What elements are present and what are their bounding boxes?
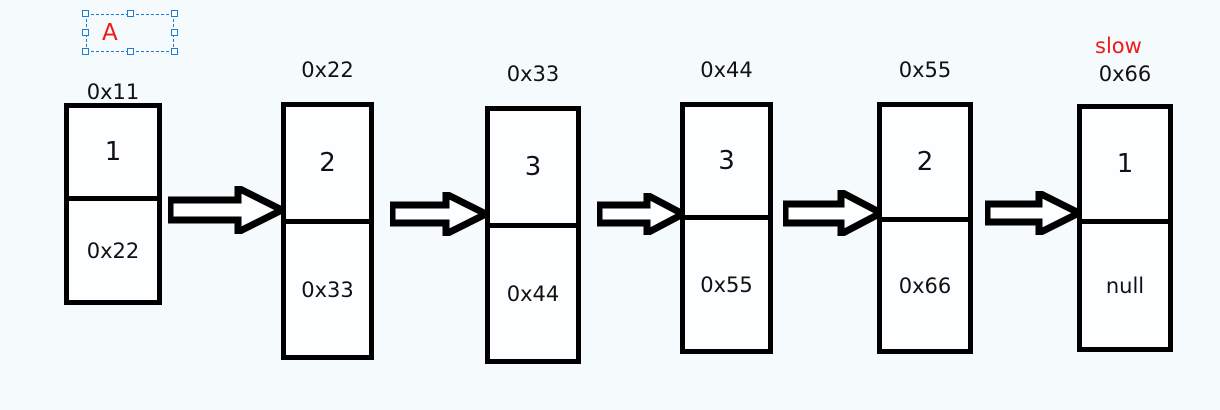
node-next-cell: 0x33 <box>286 219 369 355</box>
node-address-label: 0x44 <box>700 58 753 82</box>
slow-pointer-label: slow <box>1095 34 1142 58</box>
node-value-cell: 3 <box>524 152 542 182</box>
next-pointer-arrow <box>168 186 284 234</box>
node-next-cell: null <box>1082 219 1168 347</box>
next-pointer-arrow <box>985 191 1081 235</box>
node-value-cell: 1 <box>1116 149 1134 179</box>
node-next-cell: 0x44 <box>490 223 576 359</box>
resize-handle-top-center[interactable] <box>127 10 134 17</box>
node-address-label: 0x22 <box>301 58 354 82</box>
next-pointer-arrow <box>597 193 685 235</box>
next-pointer-arrow <box>390 192 488 236</box>
node-address-label: 0x55 <box>898 58 952 82</box>
node-box: 1 0x22 <box>64 103 162 305</box>
node-value-cell: 1 <box>104 137 122 167</box>
selection-box[interactable]: A <box>82 10 178 55</box>
selection-label-a: A <box>102 20 118 46</box>
selection-dashed-rect <box>86 14 174 52</box>
node-value-cell: 2 <box>916 147 934 177</box>
node-box: 3 0x55 <box>680 102 773 354</box>
node-address-label: 0x66 <box>1098 62 1152 86</box>
node-box: 1 null <box>1077 104 1173 352</box>
next-pointer-arrow <box>783 190 883 236</box>
resize-handle-middle-right[interactable] <box>171 29 178 36</box>
node-value-cell: 2 <box>319 148 336 178</box>
node-box: 2 0x66 <box>877 102 973 354</box>
node-box: 2 0x33 <box>281 102 374 360</box>
resize-handle-bottom-center[interactable] <box>127 48 134 55</box>
node-next-cell: 0x66 <box>882 217 968 349</box>
node-address-label: 0x33 <box>506 62 560 86</box>
resize-handle-top-right[interactable] <box>171 10 178 17</box>
node-value-cell: 3 <box>718 146 735 176</box>
resize-handle-middle-left[interactable] <box>82 29 89 36</box>
resize-handle-bottom-left[interactable] <box>82 48 89 55</box>
node-next-cell: 0x22 <box>69 196 157 300</box>
node-address-label: 0x11 <box>86 80 140 104</box>
resize-handle-bottom-right[interactable] <box>171 48 178 55</box>
node-box: 3 0x44 <box>485 106 581 364</box>
resize-handle-top-left[interactable] <box>82 10 89 17</box>
node-next-cell: 0x55 <box>685 215 768 349</box>
